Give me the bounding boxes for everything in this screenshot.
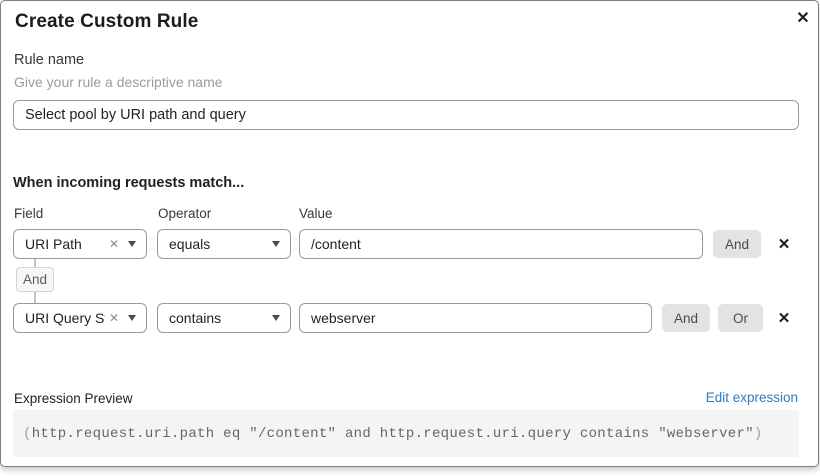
match-heading: When incoming requests match... xyxy=(13,175,245,191)
column-label-field: Field xyxy=(14,206,44,221)
and-button-row1[interactable]: And xyxy=(713,230,761,258)
delete-row2-button[interactable]: ✕ xyxy=(771,304,797,332)
expression-paren-close: ) xyxy=(753,425,763,442)
delete-row-icon: ✕ xyxy=(777,236,791,253)
edit-expression-link[interactable]: Edit expression xyxy=(705,390,798,405)
operator-select-row1-value: equals xyxy=(169,236,211,252)
close-button[interactable]: ✕ xyxy=(790,5,816,31)
and-button-row2[interactable]: And xyxy=(662,304,710,332)
chevron-down-icon xyxy=(128,241,136,247)
chevron-down-icon xyxy=(128,315,136,321)
close-icon: ✕ xyxy=(796,10,810,27)
operator-select-row2-value: contains xyxy=(169,310,222,326)
and-connector-pill: And xyxy=(16,267,54,292)
field-select-row1-value: URI Path xyxy=(25,236,82,252)
expression-code-box: (http.request.uri.path eq "/content" and… xyxy=(13,410,799,457)
value-input-row2[interactable] xyxy=(299,303,652,333)
or-button-row2[interactable]: Or xyxy=(718,304,763,332)
operator-select-row1[interactable]: equals xyxy=(157,229,291,259)
column-label-value: Value xyxy=(299,206,333,221)
field-select-row1[interactable]: URI Path ✕ xyxy=(13,229,147,259)
field-select-row2[interactable]: URI Query St... ✕ xyxy=(13,303,147,333)
column-label-operator: Operator xyxy=(158,206,212,221)
delete-row-icon: ✕ xyxy=(777,310,791,327)
expression-preview-label: Expression Preview xyxy=(14,391,133,406)
chevron-down-icon xyxy=(272,241,280,247)
rule-name-label: Rule name xyxy=(14,52,85,68)
operator-select-row2[interactable]: contains xyxy=(157,303,291,333)
connector-line-top xyxy=(34,259,36,267)
value-input-row1[interactable] xyxy=(299,229,703,259)
page-title: Create Custom Rule xyxy=(15,11,199,32)
clear-field-icon[interactable]: ✕ xyxy=(108,237,119,251)
connector-line-bottom xyxy=(34,292,36,303)
expression-paren-open: ( xyxy=(23,425,32,442)
field-select-row2-value: URI Query St... xyxy=(25,310,105,326)
rule-name-help: Give your rule a descriptive name xyxy=(14,74,223,90)
chevron-down-icon xyxy=(272,315,280,321)
clear-field-icon[interactable]: ✕ xyxy=(108,311,119,325)
rule-name-input[interactable] xyxy=(13,100,799,130)
expression-code: http.request.uri.path eq "/content" and … xyxy=(31,425,754,442)
delete-row1-button[interactable]: ✕ xyxy=(771,230,797,258)
create-custom-rule-dialog: Create Custom Rule ✕ Rule name Give your… xyxy=(0,0,819,467)
